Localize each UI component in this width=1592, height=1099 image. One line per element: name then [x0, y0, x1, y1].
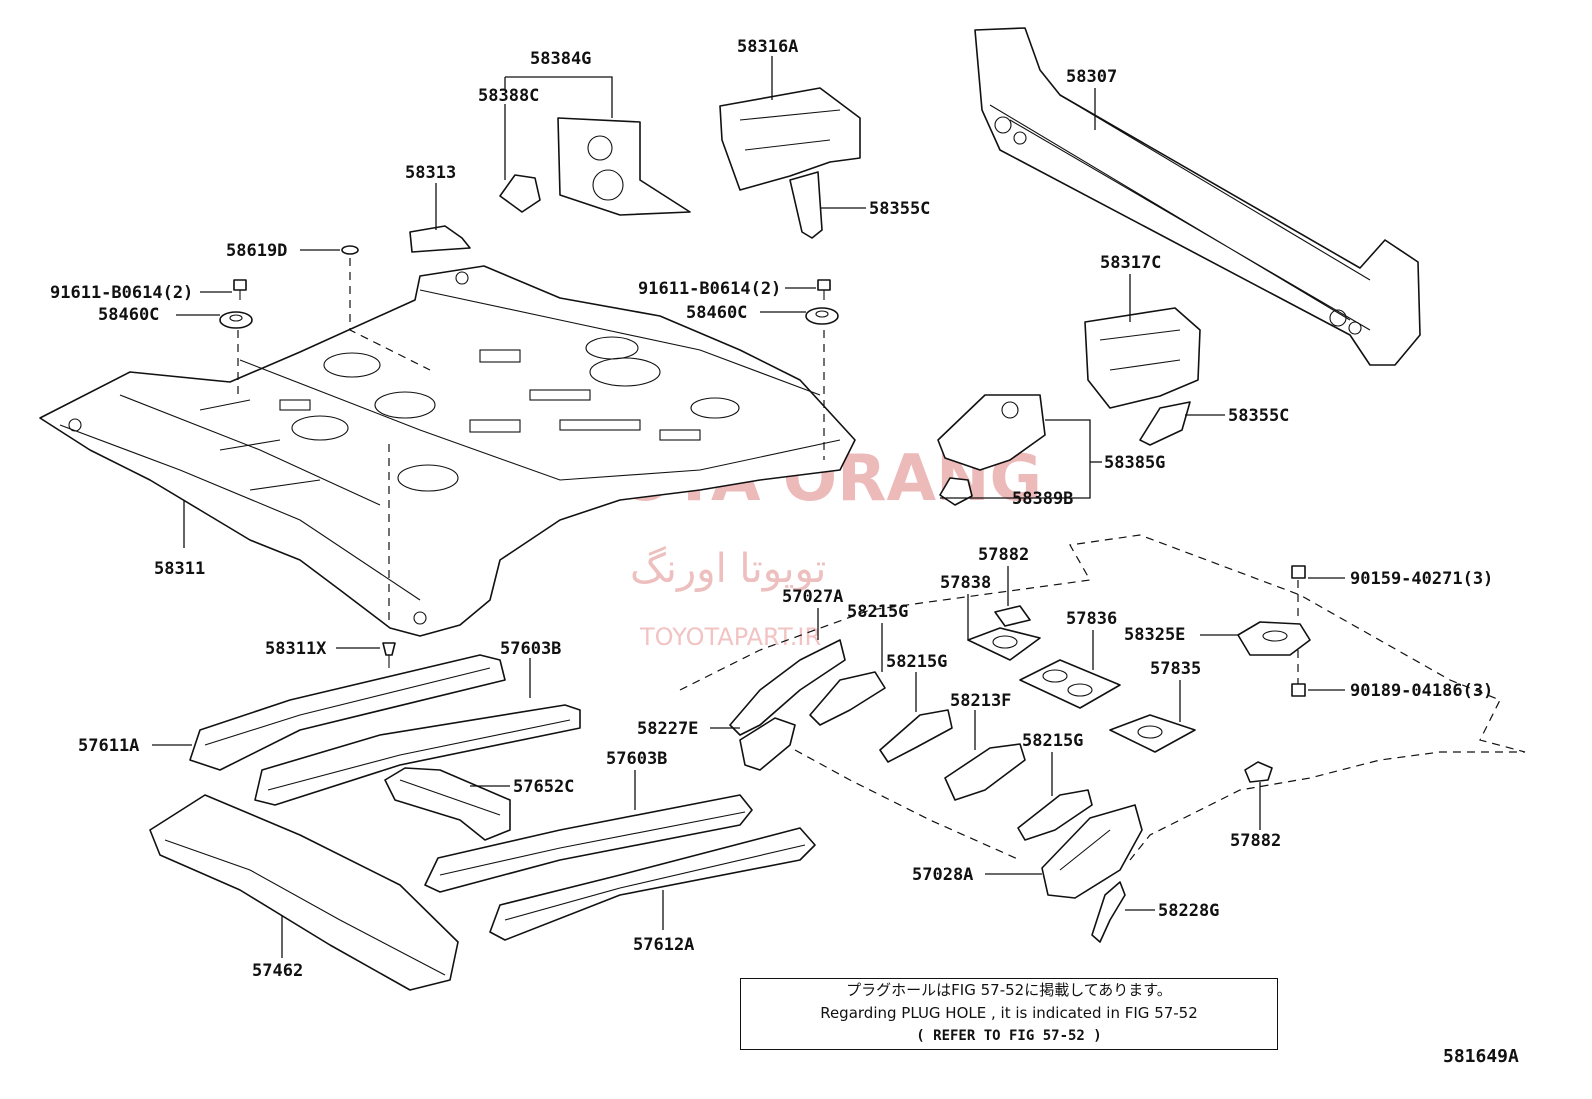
bolt-90159 [1291, 565, 1306, 579]
label-58311: 58311 [154, 559, 205, 579]
label-58389B: 58389B [1012, 489, 1073, 509]
nut-90189 [1291, 683, 1306, 697]
label-58355C-right: 58355C [1228, 406, 1289, 426]
label-57612A: 57612A [633, 935, 694, 955]
label-57028A: 57028A [912, 865, 973, 885]
label-58388C: 58388C [478, 86, 539, 106]
rail-57612A [489, 827, 816, 941]
label-58325E: 58325E [1124, 625, 1185, 645]
label-58619D: 58619D [226, 241, 287, 261]
bolt-91611-left [233, 279, 247, 300]
label-57836: 57836 [1066, 609, 1117, 629]
washer-58460C-left [219, 311, 253, 329]
label-58460C-left: 58460C [98, 305, 159, 325]
part-labels: 58384G 58388C 58316A 58307 58313 58355C … [50, 37, 1493, 981]
bolt-91611-right [817, 279, 831, 300]
watermark-brand-fa: تویوتا اورنگ [630, 546, 826, 592]
note-line-en: Regarding PLUG HOLE , it is indicated in… [820, 1004, 1198, 1022]
note-line-ref: ( REFER TO FIG 57-52 ) [916, 1028, 1102, 1044]
rail-57652C [384, 767, 511, 841]
label-90159: 90159-40271(3) [1350, 569, 1493, 589]
label-91611-right: 91611-B0614(2) [638, 279, 781, 299]
reference-note: プラグホールはFIG 57-52に掲載してあります。 Regarding PLU… [740, 978, 1278, 1050]
label-58317C: 58317C [1100, 253, 1161, 273]
bracket-57836 [1019, 659, 1121, 709]
washer-58460C-right [805, 307, 839, 325]
cover-58325E [1237, 621, 1311, 656]
assembly-lines [237, 258, 1526, 861]
bracket-58355C-right [1139, 401, 1191, 446]
bracket-58388C [499, 174, 541, 213]
bracket-57838 [967, 627, 1041, 661]
label-58316A: 58316A [737, 37, 798, 57]
label-57838: 57838 [940, 573, 991, 593]
bracket-58385G [937, 394, 1046, 471]
bracket-58317C [1084, 307, 1201, 409]
floor-pan-58311 [39, 265, 856, 637]
plug-58619D [341, 245, 359, 255]
watermark-site: TOYOTAPART.IR [639, 623, 821, 651]
label-90189: 90189-04186(3) [1350, 681, 1493, 701]
label-58215G-a: 58215G [847, 602, 908, 622]
label-58385G: 58385G [1104, 453, 1165, 473]
bracket-58213F [944, 743, 1026, 801]
label-57835: 57835 [1150, 659, 1201, 679]
label-58313: 58313 [405, 163, 456, 183]
label-58460C-right: 58460C [686, 303, 747, 323]
label-57027A: 57027A [782, 587, 843, 607]
crossmember-57462 [149, 794, 459, 991]
rocker-panel-58307 [974, 27, 1421, 366]
pad-57882-bottom [1244, 761, 1273, 783]
label-57611A: 57611A [78, 736, 139, 756]
bracket-58313 [409, 225, 471, 253]
bracket-58215G-b [879, 709, 953, 763]
label-91611-left: 91611-B0614(2) [50, 283, 193, 303]
figure-code: 581649A [1443, 1046, 1519, 1067]
label-57652C: 57652C [513, 777, 574, 797]
bracket-58228G [1091, 881, 1126, 943]
rail-57603B-mid [424, 794, 753, 893]
label-57882-top: 57882 [978, 545, 1029, 565]
label-58213F: 58213F [950, 691, 1011, 711]
bracket-58384G [557, 117, 691, 216]
label-57462: 57462 [252, 961, 303, 981]
label-57882-bottom: 57882 [1230, 831, 1281, 851]
label-58215G-b: 58215G [886, 652, 947, 672]
leader-lines [152, 56, 1345, 958]
bracket-58355C-top [789, 171, 823, 239]
label-58227E: 58227E [637, 719, 698, 739]
bracket-58215G-a [809, 671, 886, 726]
label-58384G: 58384G [530, 49, 591, 69]
bracket-57027A [729, 639, 846, 736]
pad-57882-top [994, 605, 1031, 627]
bracket-58227E [739, 717, 796, 771]
label-58215G-c: 58215G [1022, 731, 1083, 751]
bracket-57835 [1109, 714, 1196, 753]
label-57603B-mid: 57603B [606, 749, 667, 769]
bracket-58316A [719, 87, 861, 191]
clip-58311X [382, 642, 396, 668]
bracket-57028A [1041, 804, 1143, 899]
rail-57611A [189, 654, 506, 771]
note-line-jp: プラグホールはFIG 57-52に掲載してあります。 [846, 981, 1172, 999]
rail-57603B-top [254, 704, 581, 806]
label-58307: 58307 [1066, 67, 1117, 87]
label-57603B-top: 57603B [500, 639, 561, 659]
label-58311X: 58311X [265, 639, 327, 659]
label-58228G: 58228G [1158, 901, 1219, 921]
label-58355C-top: 58355C [869, 199, 930, 219]
bracket-58215G-c [1017, 789, 1093, 841]
